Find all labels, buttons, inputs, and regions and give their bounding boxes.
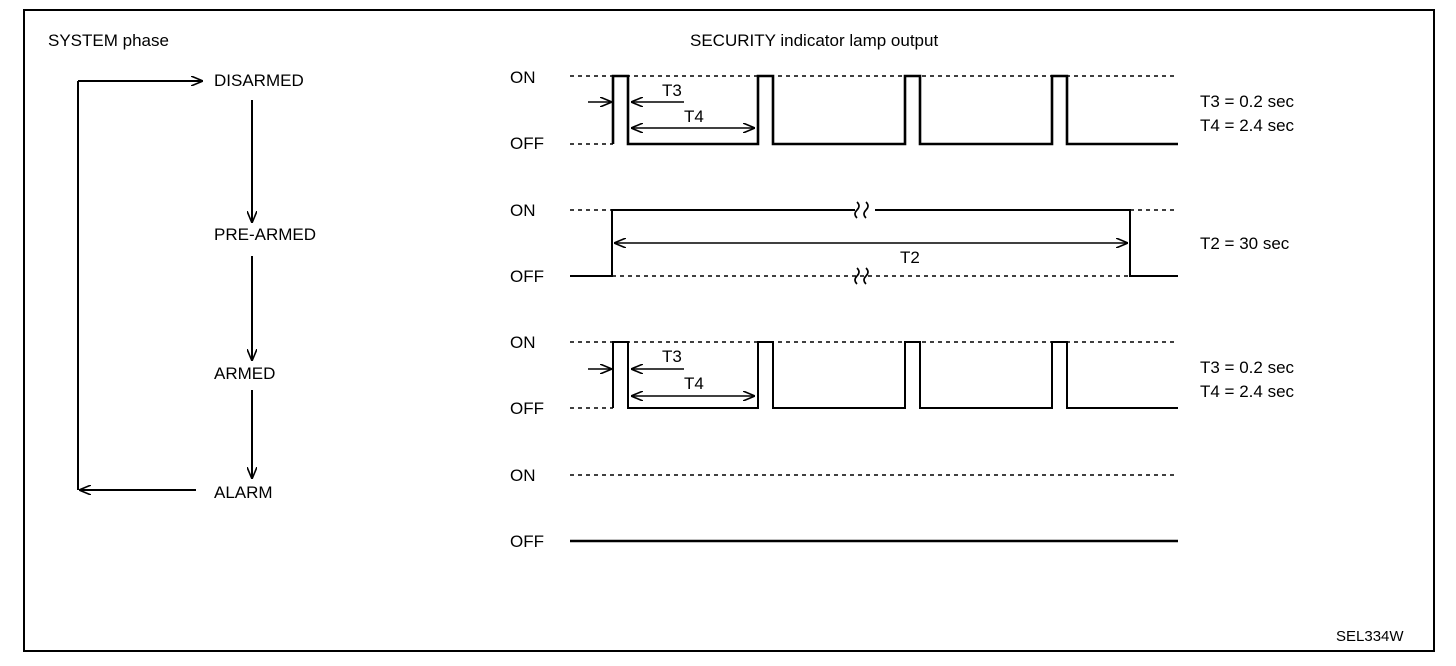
row3-off-label: OFF — [510, 399, 544, 418]
row3-t3-value: T3 = 0.2 sec — [1200, 358, 1295, 377]
row2-on-label: ON — [510, 201, 536, 220]
row1-off-label: OFF — [510, 134, 544, 153]
row2-waveform — [570, 201, 1178, 285]
row1-t4-label: T4 — [684, 107, 704, 126]
row3-waveform — [570, 341, 1178, 409]
row1-waveform — [570, 74, 1178, 146]
row3-t4-label: T4 — [684, 374, 704, 393]
row2-off-label: OFF — [510, 267, 544, 286]
row1-on-label: ON — [510, 68, 536, 87]
row2-break-marks — [854, 201, 869, 285]
phase-flow-arrows — [77, 81, 252, 490]
diagram-frame — [23, 9, 1435, 652]
phase-disarmed-label: DISARMED — [214, 71, 304, 90]
phase-prearmed-label: PRE-ARMED — [214, 225, 316, 244]
figure-reference: SEL334W — [1336, 628, 1404, 645]
lamp-output-header: SECURITY indicator lamp output — [690, 31, 938, 50]
row3-on-label: ON — [510, 333, 536, 352]
row1-t4-value: T4 = 2.4 sec — [1200, 116, 1295, 135]
row3-t3-label: T3 — [662, 347, 682, 366]
system-phase-header: SYSTEM phase — [48, 31, 169, 50]
phase-armed-label: ARMED — [214, 364, 275, 383]
row4-on-label: ON — [510, 466, 536, 485]
row2-t2-value: T2 = 30 sec — [1200, 234, 1290, 253]
row2-t2-label: T2 — [900, 248, 920, 267]
row4-off-label: OFF — [510, 532, 544, 551]
row1-t3-value: T3 = 0.2 sec — [1200, 92, 1295, 111]
row1-t3-label: T3 — [662, 81, 682, 100]
phase-alarm-label: ALARM — [214, 483, 273, 502]
row3-t4-value: T4 = 2.4 sec — [1200, 382, 1295, 401]
row4-waveform — [570, 474, 1178, 543]
